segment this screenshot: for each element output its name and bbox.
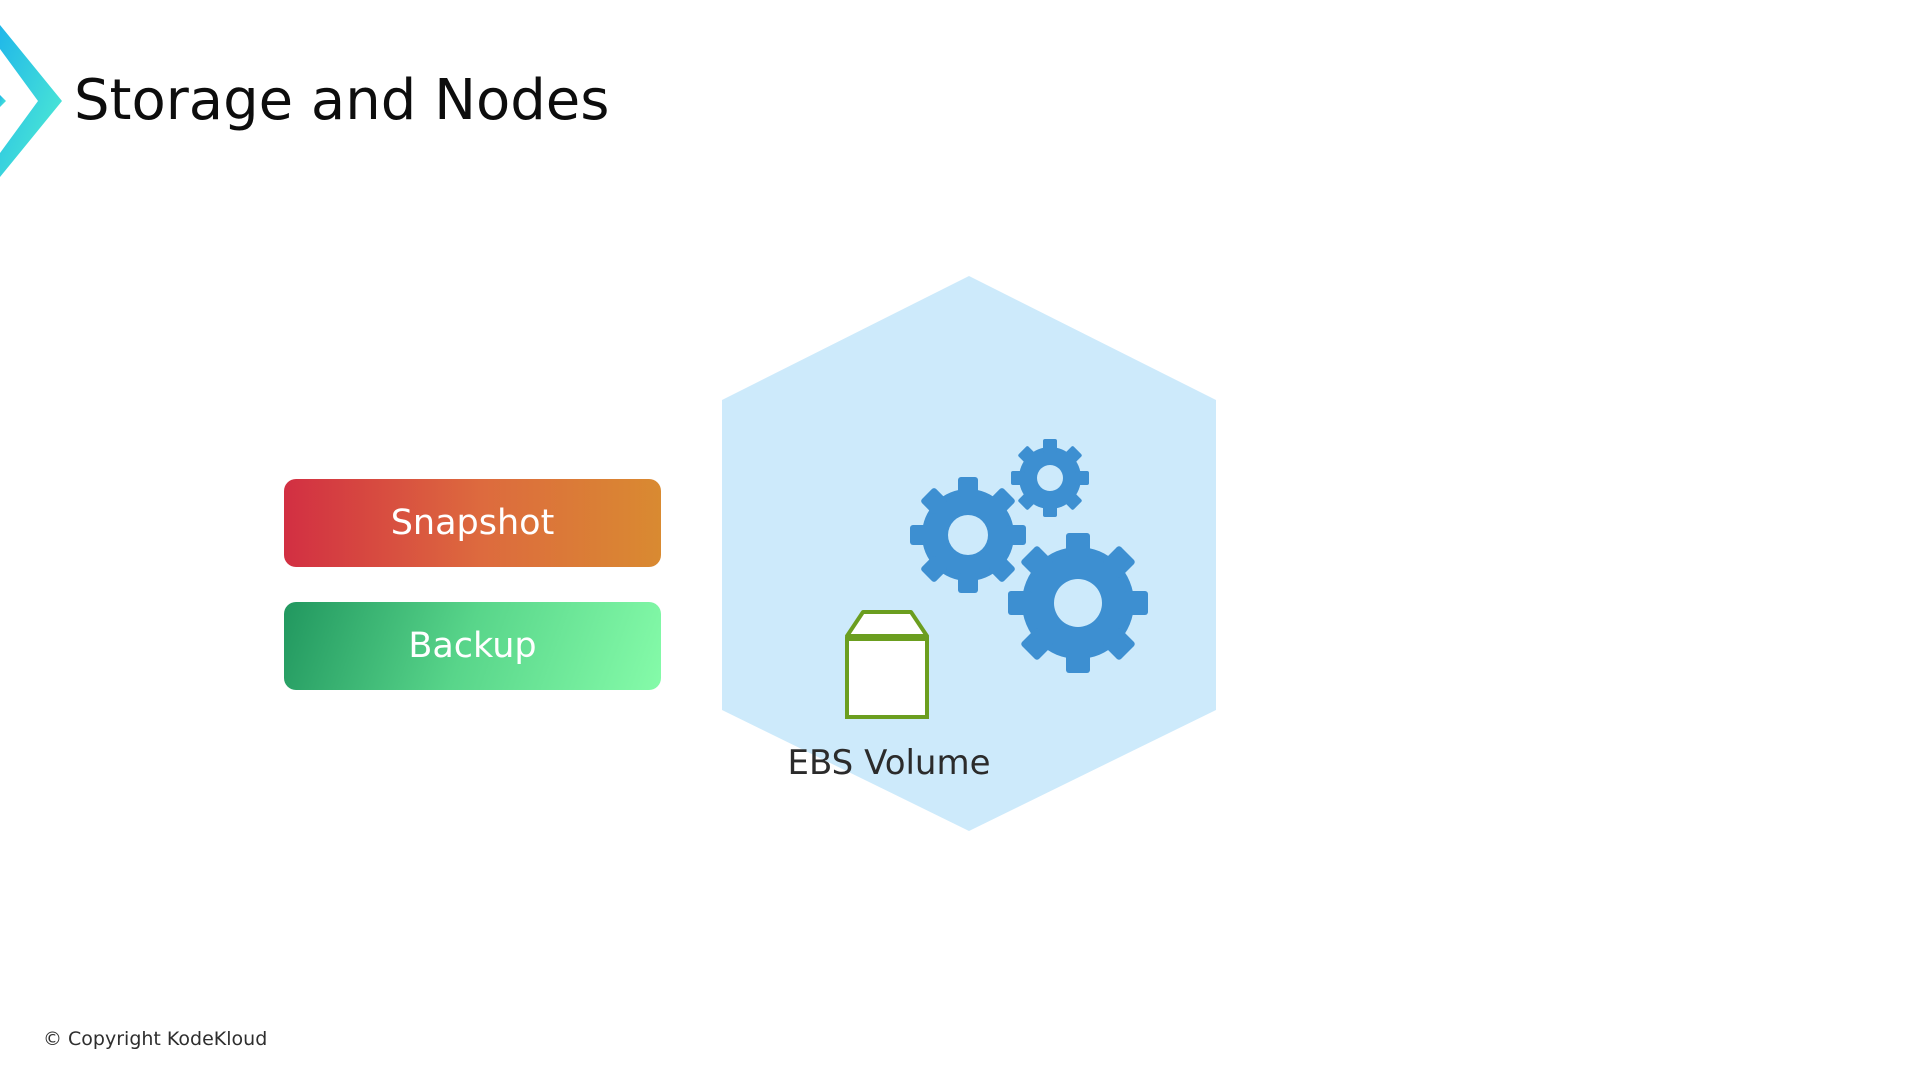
large-gear-icon: [1008, 533, 1148, 673]
medium-gear-icon: [910, 477, 1026, 593]
snapshot-button[interactable]: Snapshot: [284, 479, 661, 567]
kodekloud-chevron-logo-icon: [0, 25, 62, 177]
copyright-text: © Copyright KodeKloud: [43, 1028, 268, 1050]
page-title: Storage and Nodes: [74, 68, 610, 133]
ebs-volume-icon: [845, 610, 929, 719]
backup-button[interactable]: Backup: [284, 602, 661, 690]
ebs-volume-label: EBS Volume: [787, 743, 991, 783]
small-gear-icon: [1011, 439, 1089, 517]
gears-icon: [910, 439, 1148, 673]
